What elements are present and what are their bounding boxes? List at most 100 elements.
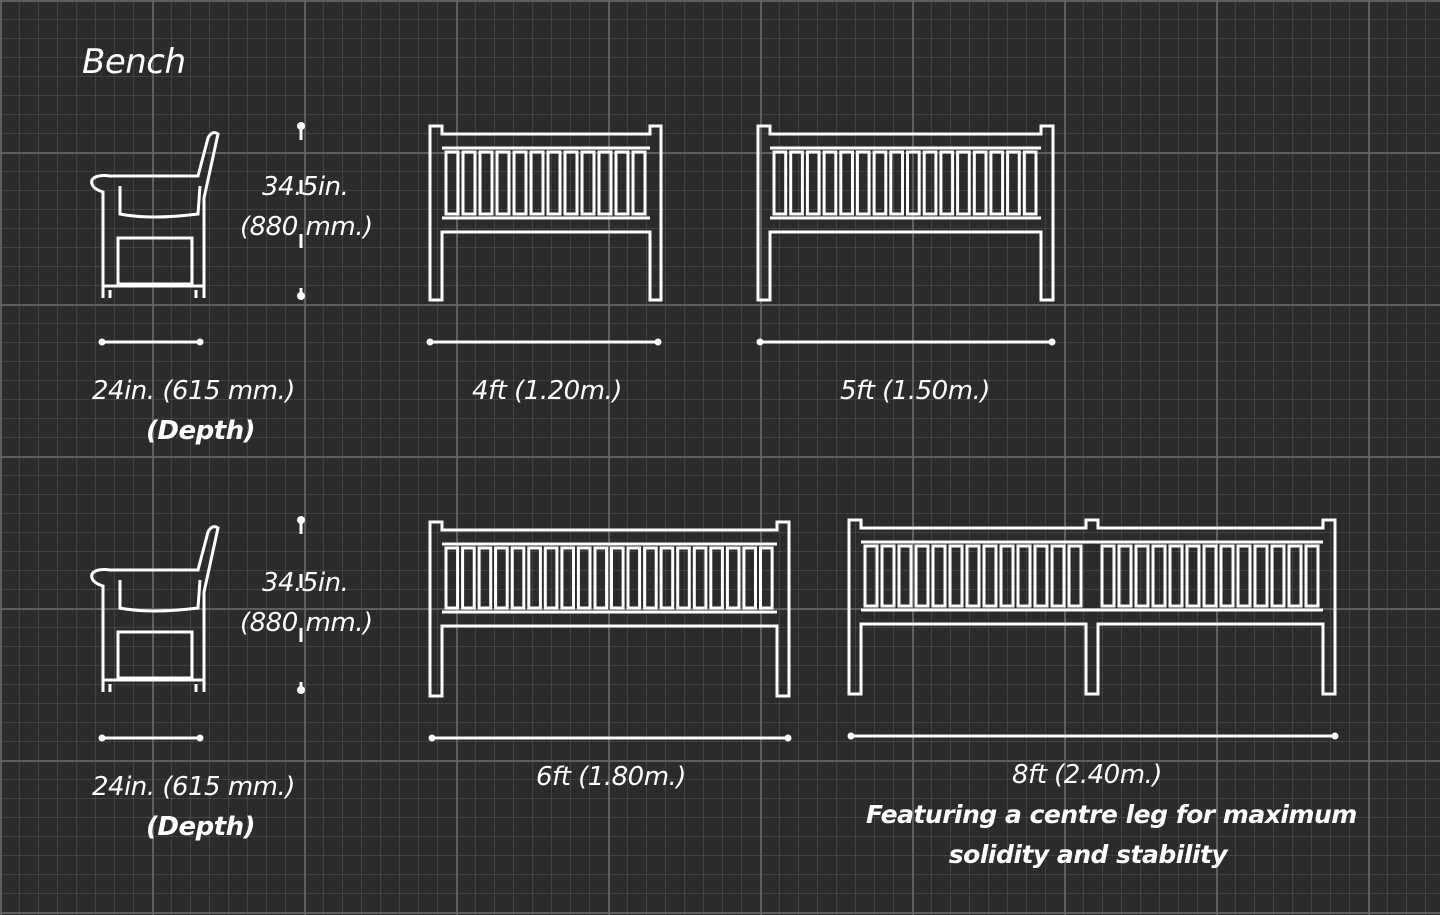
bench-slat xyxy=(855,150,871,216)
bench-slat xyxy=(631,150,647,216)
bench-slat xyxy=(510,546,526,610)
bench-slat xyxy=(1117,544,1133,608)
height-dimension-1 xyxy=(297,122,305,300)
width-label-6ft: 6ft (1.80m.) xyxy=(536,762,686,792)
bench-slat xyxy=(1016,544,1032,608)
bench-side-view-2 xyxy=(90,525,220,692)
bench-slat xyxy=(461,546,476,610)
width-label-5ft: 5ft (1.50m.) xyxy=(840,376,990,406)
depth-dimension-1 xyxy=(98,338,204,346)
bench-slat xyxy=(478,150,494,216)
bench-slat xyxy=(495,150,511,216)
bench-slat xyxy=(543,546,559,610)
bench-slat xyxy=(576,546,592,610)
depth-dimension-2 xyxy=(98,734,204,742)
bench-slat xyxy=(759,546,774,610)
bench-slat xyxy=(1202,544,1218,608)
bench-slat xyxy=(444,150,460,216)
height-label-mm-2: (880 mm.) xyxy=(240,608,373,638)
height-label-in-2: 34.5in. xyxy=(262,568,349,598)
width-dimension-5ft xyxy=(756,338,1056,346)
bench-slat xyxy=(494,546,509,610)
bench-slat xyxy=(956,150,971,216)
bench-slats xyxy=(444,150,1320,610)
height-label-mm-1: (880 mm.) xyxy=(240,212,373,242)
depth-label-1: 24in. (615 mm.) xyxy=(92,376,295,406)
bench-slat xyxy=(529,150,545,216)
bench-front-5ft xyxy=(756,124,1055,302)
bench-slat xyxy=(512,150,528,216)
bench-slat xyxy=(560,546,576,610)
bench-slat xyxy=(972,150,988,216)
bench-slat xyxy=(1185,544,1201,608)
bench-slat xyxy=(772,150,788,216)
height-label-in-1: 34.5in. xyxy=(262,172,349,202)
bench-slat xyxy=(626,546,642,610)
bench-slat xyxy=(1270,544,1286,608)
bench-front-8ft xyxy=(847,518,1337,696)
bench-slat xyxy=(444,546,460,610)
bench-slat xyxy=(1253,544,1269,608)
bench-slat xyxy=(805,150,821,216)
bench-slat xyxy=(1236,544,1252,608)
bench-slat xyxy=(906,150,921,216)
bench-slat xyxy=(931,544,947,608)
bench-slat xyxy=(1033,544,1049,608)
bench-front-6ft xyxy=(428,520,791,698)
bench-slat xyxy=(1006,150,1021,216)
bench-slat xyxy=(709,546,724,610)
bench-slat xyxy=(889,150,904,216)
bench-slat xyxy=(593,546,609,610)
bench-slat xyxy=(527,546,542,610)
bench-slat xyxy=(939,150,955,216)
bench-slat xyxy=(1022,150,1038,216)
bench-slat xyxy=(725,546,741,610)
bench-slat xyxy=(1134,544,1150,608)
bench-slat xyxy=(643,546,658,610)
bench-slat xyxy=(965,544,981,608)
bench-slat xyxy=(897,544,913,608)
bench-side-view-1 xyxy=(90,131,220,298)
bench-slat xyxy=(922,150,938,216)
bench-slat xyxy=(1151,544,1167,608)
width-dimension-4ft xyxy=(426,338,662,346)
bench-slat xyxy=(477,546,493,610)
centre-leg-note-line1: Featuring a centre leg for maximum xyxy=(866,800,1357,829)
bench-slat xyxy=(597,150,613,216)
bench-slat xyxy=(1168,544,1184,608)
bench-slat xyxy=(999,544,1015,608)
bench-slat xyxy=(742,546,758,610)
bench-slat xyxy=(546,150,562,216)
height-dimension-2 xyxy=(297,516,305,694)
depth-label-2: 24in. (615 mm.) xyxy=(92,772,295,802)
bench-slat xyxy=(789,150,804,216)
bench-slat xyxy=(989,150,1005,216)
width-label-4ft: 4ft (1.20m.) xyxy=(472,376,622,406)
bench-slat xyxy=(1287,544,1303,608)
bench-slat xyxy=(982,544,998,608)
width-dimension-8ft xyxy=(847,732,1339,740)
depth-note-2: (Depth) xyxy=(146,812,256,842)
depth-note-1: (Depth) xyxy=(146,416,256,446)
bench-slat xyxy=(872,150,888,216)
bench-slat xyxy=(839,150,854,216)
centre-leg-note-line2: solidity and stability xyxy=(948,840,1228,869)
bench-slat xyxy=(1050,544,1066,608)
bench-slat xyxy=(1100,544,1116,608)
bench-slat xyxy=(948,544,964,608)
width-label-8ft: 8ft (2.40m.) xyxy=(1012,760,1162,790)
bench-slat xyxy=(863,544,879,608)
bench-slat xyxy=(580,150,596,216)
bench-slat xyxy=(822,150,838,216)
bench-slat xyxy=(614,150,630,216)
bench-slat xyxy=(659,546,675,610)
bench-slat xyxy=(461,150,477,216)
bench-slat xyxy=(563,150,579,216)
bench-slat xyxy=(692,546,708,610)
bench-slat xyxy=(1067,544,1083,608)
bench-slat xyxy=(914,544,930,608)
page-title: Bench xyxy=(82,42,186,82)
bench-front-4ft xyxy=(428,124,663,302)
bench-slat xyxy=(1219,544,1235,608)
width-dimension-6ft xyxy=(428,734,792,742)
